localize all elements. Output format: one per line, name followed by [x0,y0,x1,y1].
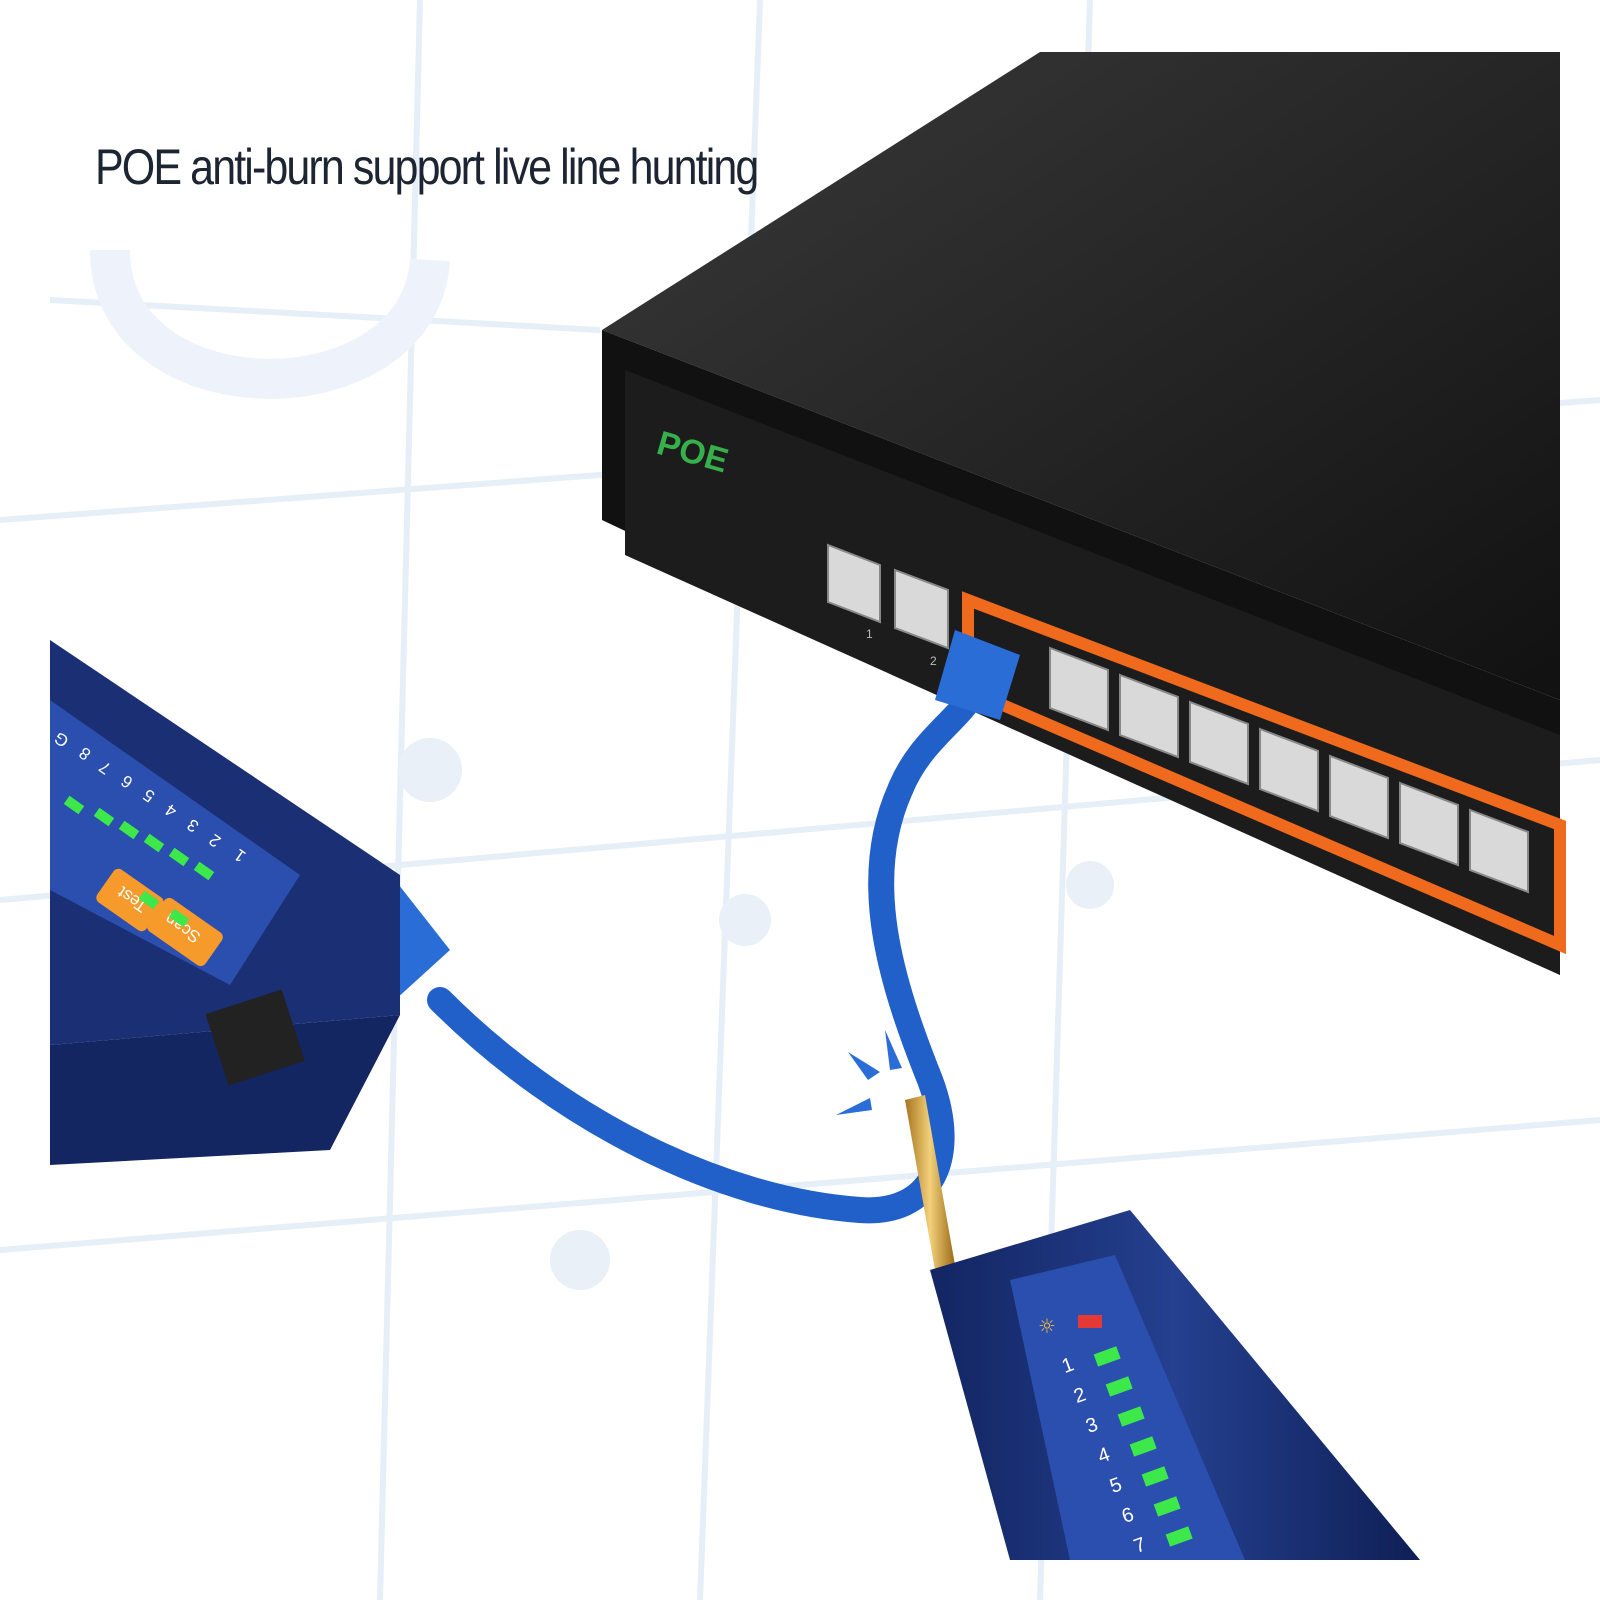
test-button[interactable] [94,866,166,933]
tester-port [205,989,305,1086]
network-cable [427,677,988,1224]
probe-pin-number: 8 [1143,1560,1161,1584]
port-label-2: 2 [930,654,937,668]
sun-indicator-icon: ☼ [1038,1314,1056,1338]
probe-led [1093,1346,1193,1547]
main-tester: Test Scan 1 2 3 4 5 6 7 8 G [50,640,400,1165]
scan-button[interactable] [145,896,225,969]
pin-led [63,795,215,928]
signal-wave-icon [836,1030,902,1115]
probe-tester: ☼ 1 2 3 4 5 6 7 8 [905,1095,1420,1584]
alarm-led [1078,1315,1102,1328]
switch-port [827,543,1529,894]
port-label-1: 1 [866,627,873,641]
headline: POE anti-burn support live line hunting [95,139,759,195]
poe-switch: POE 1 2 [602,52,1566,975]
